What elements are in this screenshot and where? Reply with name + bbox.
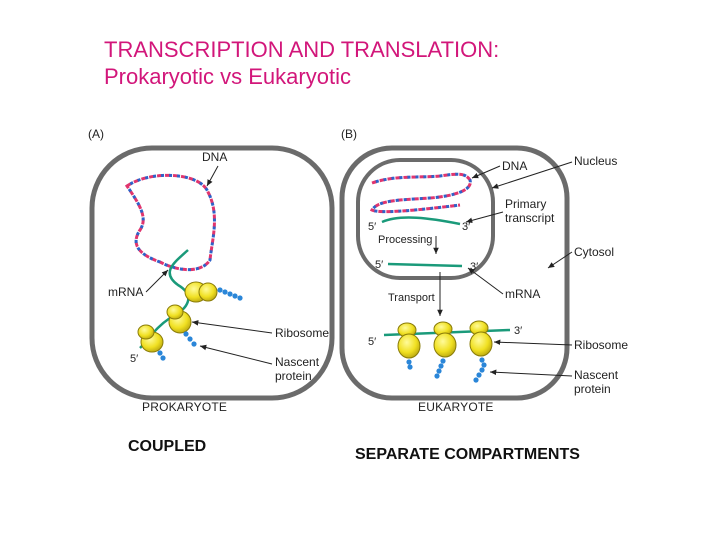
panel-b-nascent-label-2: protein [574,382,611,396]
panel-a-5prime-label: 5′ [130,353,138,365]
eukaryote-dna [369,172,472,214]
panel-b-3prime-c: 3′ [514,325,522,337]
caption-separate-compartments: SEPARATE COMPARTMENTS [355,446,580,463]
panel-a-letter: (A) [88,127,104,141]
prokaryote-dna [124,173,216,272]
title-line-2: Prokaryotic vs Eukaryotic [104,64,351,89]
panel-b-letter: (B) [341,127,357,141]
eukaryote-cell-outline [339,145,570,401]
eukaryote-ribosome-2 [433,321,457,358]
panel-b-5prime-c: 5′ [368,336,376,348]
panel-b-nucleus-label: Nucleus [574,154,617,168]
panel-a-ribosome-label: Ribosome [275,326,329,340]
panel-b-primary-label-1: Primary [505,197,546,211]
caption-coupled: COUPLED [128,438,207,455]
eukaryote-ribosome-3 [469,320,493,357]
processed-mrna [387,262,463,268]
panel-a-name: PROKARYOTE [142,400,227,414]
prokaryote-ribosome-2 [166,304,192,334]
prokaryote-cell-outline [89,145,335,401]
panel-a-dna-label: DNA [202,150,227,164]
prokaryote-nascent-protein [157,287,243,361]
panel-b-ribosome-label: Ribosome [574,338,628,352]
panel-b-5prime-b: 5′ [375,259,383,271]
eukaryote-ribosome-1 [397,322,421,359]
panel-b-processing-label: Processing [378,234,432,246]
primary-transcript [381,216,461,226]
panel-b-name: EUKARYOTE [418,400,494,414]
panel-b-cytosol-label: Cytosol [574,245,614,259]
prokaryote-ribosome-3 [137,324,164,353]
panel-b-transport-label: Transport [388,292,435,304]
panel-b-5prime-a: 5′ [368,221,376,233]
eukaryote-nucleus-outline [356,158,495,280]
panel-b-3prime-b: 3′ [470,261,478,273]
panel-a-nascent-label-1: Nascent [275,355,320,369]
panel-b-primary-label-2: transcript [505,211,555,225]
eukaryote-nascent-protein [406,357,487,383]
panel-a-nascent-label-2: protein [275,369,312,383]
title-line-1: TRANSCRIPTION AND TRANSLATION: [104,37,500,62]
panel-b-mrna-label: mRNA [505,287,540,301]
panel-b-nascent-label-1: Nascent [574,368,619,382]
panel-a-mrna-label: mRNA [108,285,143,299]
panel-b-dna-label: DNA [502,159,527,173]
prokaryote-ribosome-1 [184,281,218,303]
panel-b-3prime-a: 3′ [462,221,470,233]
